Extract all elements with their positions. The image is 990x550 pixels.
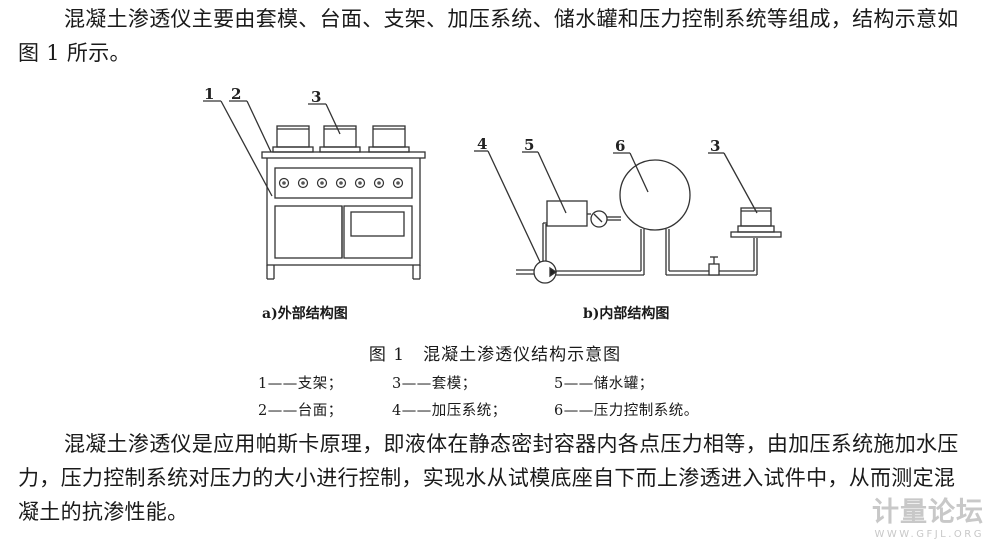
watermark-url: WWW.GFJL.ORG	[874, 529, 984, 540]
knob-center	[396, 181, 400, 185]
callout-2: 2	[231, 85, 241, 103]
right-door	[343, 205, 413, 259]
figure-title: 图 1 混凝土渗透仪结构示意图	[368, 345, 622, 365]
callout-5: 5	[524, 136, 534, 154]
legend-item-3: 3——套模；	[392, 376, 477, 392]
internal-structure-drawing	[516, 159, 782, 284]
knob-center	[320, 181, 324, 185]
callout-4: 4	[477, 135, 487, 153]
legend-item-4: 4——加压系统；	[392, 403, 507, 419]
intro-paragraph: 混凝土渗透仪主要由套模、台面、支架、加压系统、储水罐和压力控制系统等组成，结构示…	[18, 2, 973, 70]
moulds	[272, 125, 410, 153]
knob-center	[358, 181, 362, 185]
watermark-name: 计量论坛	[872, 497, 984, 528]
callout-3a: 3	[311, 88, 321, 106]
caption-external: a)外部结构图	[262, 306, 348, 322]
watermark: 计量论坛 WWW.GFJL.ORG	[872, 498, 984, 542]
intro-text: 混凝土渗透仪主要由套模、台面、支架、加压系统、储水罐和压力控制系统等组成，结构示…	[18, 7, 959, 65]
knob-center	[339, 181, 343, 185]
mould-base	[730, 231, 782, 238]
caption-internal: b)内部结构图	[583, 306, 670, 322]
callout-1: 1	[204, 85, 214, 103]
pressure-knobs	[278, 177, 404, 189]
principle-paragraph: 混凝土渗透仪是应用帕斯卡原理，即液体在静态密封容器内各点压力相等，由加压系统施加…	[18, 427, 973, 529]
legend-item-1: 1——支架；	[258, 376, 343, 392]
external-structure-drawing	[261, 125, 426, 280]
principle-text: 混凝土渗透仪是应用帕斯卡原理，即液体在静态密封容器内各点压力相等，由加压系统施加…	[18, 432, 959, 524]
pressure-control-tank	[619, 159, 691, 231]
callout-6: 6	[615, 137, 625, 155]
callout-3b: 3	[710, 137, 720, 155]
table-top	[261, 151, 426, 159]
knob-center	[301, 181, 305, 185]
legend-item-6: 6——压力控制系统。	[554, 403, 699, 419]
figure-1: 1 2 3 4 5 6 3 a)外部结构图 b)内部结构图 图 1 混凝土渗透仪…	[203, 85, 782, 419]
water-tank	[546, 200, 588, 227]
window-panel	[350, 211, 405, 237]
knob-center	[282, 181, 286, 185]
legend-item-5: 5——储水罐；	[554, 376, 654, 392]
legend-item-2: 2——台面；	[258, 403, 343, 419]
control-panel	[274, 167, 413, 199]
knob-center	[377, 181, 381, 185]
valve	[708, 263, 720, 276]
structure-diagram: 1 2 3 4 5 6 3	[203, 85, 782, 284]
